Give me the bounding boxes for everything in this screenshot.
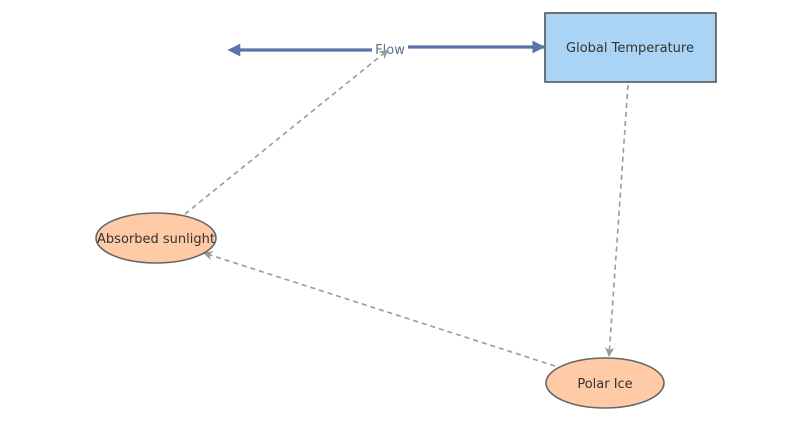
link-polar-ice-to-absorbed[interactable] xyxy=(203,251,556,367)
flow-connector[interactable]: Flow xyxy=(227,40,546,58)
link-absorbed-to-flow[interactable] xyxy=(184,49,389,215)
variable-ellipse[interactable] xyxy=(95,212,217,264)
variable-absorbed-sunlight[interactable]: Absorbed sunlight xyxy=(95,212,217,264)
variable-label: Polar Ice xyxy=(577,377,632,392)
stock-global-temperature[interactable]: Global Temperature xyxy=(544,12,717,83)
flow-label[interactable]: Flow xyxy=(375,43,405,58)
stock-label: Global Temperature xyxy=(566,41,694,56)
variable-polar-ice[interactable]: Polar Ice xyxy=(545,357,665,409)
link-temperature-to-polar-ice[interactable] xyxy=(604,84,629,357)
stock-box[interactable] xyxy=(544,12,717,83)
variable-label: Absorbed sunlight xyxy=(97,232,215,247)
variable-ellipse[interactable] xyxy=(545,357,665,409)
